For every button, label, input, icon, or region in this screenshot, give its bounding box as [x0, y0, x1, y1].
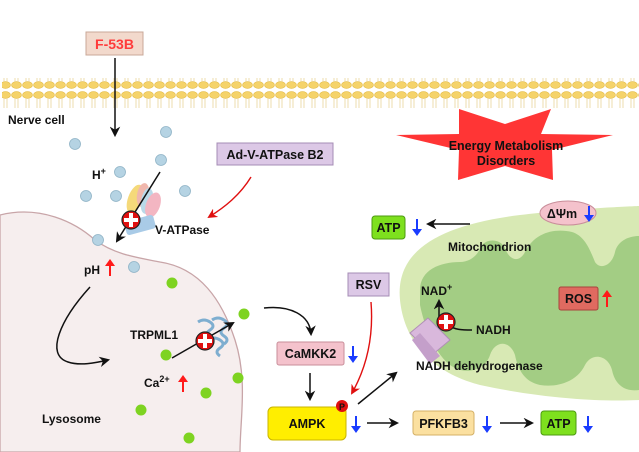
membrane-potential-badge [539, 200, 597, 226]
atp-bottom-box [540, 410, 577, 436]
lysosome-body [0, 211, 244, 452]
camkk2-down-arrow-icon [348, 346, 358, 363]
energy-disorder-line1: Energy Metabolism [449, 139, 564, 153]
ph-up-arrow-icon [105, 259, 115, 276]
svg-text:P: P [339, 402, 345, 412]
drug-label: F-53B [95, 36, 134, 52]
energy-disorder-line2: Disorders [477, 154, 535, 168]
activation-icon-v-atpase [121, 210, 141, 230]
atp-top-box [371, 215, 406, 240]
atp-bottom-down-arrow-icon [583, 416, 593, 433]
h-ions [69, 126, 191, 273]
pfkfb3-down-arrow-icon [482, 416, 492, 433]
ph-to-lysosome-arrow [56, 286, 111, 368]
delta-psi-down-arrow-icon [584, 206, 594, 222]
ampk-box [267, 406, 347, 441]
ca-up-arrow-icon [178, 375, 188, 392]
h-transport-arrow [115, 171, 161, 243]
ca-label: Ca2+ [144, 374, 170, 390]
ros-up-arrow-icon [602, 290, 612, 307]
activation-icon-trpml1 [195, 331, 215, 351]
rsv-box [347, 272, 390, 297]
activation-icon-nadh [436, 312, 456, 332]
atp-top-label: ATP [376, 221, 400, 235]
ph-label: pH [84, 263, 100, 277]
ad-v-atpase-box [216, 142, 334, 166]
rsv-label: RSV [356, 278, 382, 292]
ca-to-camkk2-arrow [263, 306, 316, 337]
nadh-label: NADH [476, 323, 511, 337]
v-atpase-label: V-ATPase [155, 223, 210, 237]
camkk2-box [276, 341, 345, 366]
nadh-dehydrogenase-complex [409, 317, 451, 364]
ros-box [558, 286, 599, 311]
ros-label: ROS [565, 292, 592, 306]
phosphorylation-badge: P [336, 400, 348, 412]
lysosome-label: Lysosome [42, 412, 101, 426]
pfkfb3-box [412, 410, 475, 436]
nad-plus-label: NAD+ [421, 282, 452, 298]
mitochondrion [399, 206, 639, 401]
camkk2-label: CaMKK2 [285, 347, 336, 361]
ampk-label: AMPK [289, 417, 326, 431]
nerve-cell-label: Nerve cell [8, 113, 65, 127]
ampk-down-arrow-icon [351, 416, 361, 433]
cell-membrane [2, 78, 639, 108]
energy-disorder-star [396, 109, 613, 180]
nadh-dehydrogenase-label: NADH dehydrogenase [416, 359, 543, 373]
mitochondrion-label: Mitochondrion [448, 240, 531, 254]
ampk-to-nadh-dehydrogenase-arrow [357, 371, 398, 405]
ad-v-atpase-arrow [207, 176, 252, 219]
h-plus-label: H+ [92, 166, 106, 182]
delta-psi-label: ΔΨm [547, 207, 577, 221]
ca-ions [135, 277, 250, 444]
trpml1-label: TRPML1 [130, 328, 178, 342]
atp-bottom-label: ATP [546, 417, 570, 431]
rsv-to-ampk-arrow [351, 301, 373, 395]
pfkfb3-label: PFKFB3 [419, 417, 468, 431]
drug-box [85, 31, 144, 56]
ad-v-atpase-label: Ad-V-ATPase B2 [226, 148, 323, 162]
atp-top-down-arrow-icon [412, 219, 422, 236]
